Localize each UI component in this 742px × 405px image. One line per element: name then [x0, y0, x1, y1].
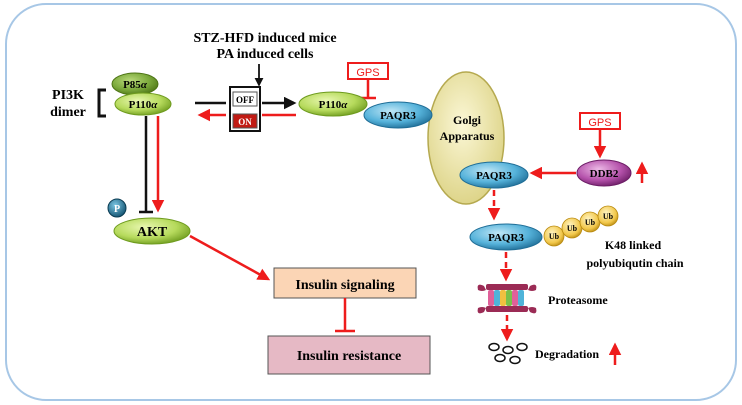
gps-top-box: GPS	[347, 62, 389, 80]
p110-alpha-node: P110α	[114, 92, 172, 116]
gps-right-box: GPS	[579, 112, 621, 130]
golgi-line1: Golgi	[453, 113, 482, 127]
k48-line1: K48 linked	[605, 238, 662, 252]
paqr3-complex-node: PAQR3	[363, 101, 433, 129]
svg-text:Insulin resistance: Insulin resistance	[297, 349, 401, 364]
p85-alpha-node: P85α	[111, 72, 159, 96]
akt-to-signaling-arrow	[189, 234, 271, 281]
svg-text:P110α: P110α	[319, 99, 349, 111]
gps-top-label: GPS	[356, 67, 379, 79]
svg-text:Ub: Ub	[585, 218, 596, 227]
svg-text:DDB2: DDB2	[590, 168, 619, 180]
cell-boundary	[5, 3, 737, 401]
paqr3-golgi-node: PAQR3	[459, 161, 529, 189]
degradation-fragments-icon	[488, 342, 528, 365]
k48-line2: polyubiqutin chain	[586, 256, 683, 270]
dimer-label: dimer	[50, 105, 86, 120]
pi3k-akt-black-inhibit	[139, 116, 153, 214]
golgi-line2: Apparatus	[440, 129, 495, 143]
pi3k-label: PI3K	[52, 88, 84, 103]
svg-text:Insulin signaling: Insulin signaling	[295, 278, 394, 293]
pi3k-bracket	[97, 88, 106, 118]
akt-node: AKT	[113, 217, 191, 245]
signaling-to-resistance-inhibit	[335, 298, 355, 333]
svg-text:AKT: AKT	[137, 225, 168, 240]
proteasome-label: Proteasome	[548, 293, 608, 307]
svg-text:PAQR3: PAQR3	[380, 110, 416, 122]
switch-off-label: OFF	[236, 95, 254, 105]
ubiquitin-chain: Ub Ub Ub Ub	[543, 205, 619, 247]
p110-alpha-bound-node: P110α	[298, 91, 368, 117]
svg-text:PAQR3: PAQR3	[488, 232, 524, 244]
stimulus-line2: PA induced cells	[217, 47, 315, 62]
insulin-resistance-box: Insulin resistance	[267, 335, 431, 375]
paqr3-ub-node: PAQR3	[469, 223, 543, 251]
gps-right-label: GPS	[588, 117, 611, 129]
svg-text:P110α: P110α	[129, 99, 159, 111]
off-on-switch: OFF ON	[229, 86, 261, 132]
stimulus-line1: STZ-HFD induced mice	[193, 31, 336, 46]
switch-on-label: ON	[238, 117, 252, 127]
proteasome-icon	[477, 284, 537, 314]
degradation-label: Degradation	[535, 347, 599, 361]
insulin-signaling-box: Insulin signaling	[273, 267, 417, 299]
phospho-p-node: P	[107, 198, 127, 218]
svg-text:Ub: Ub	[603, 212, 614, 221]
svg-text:PAQR3: PAQR3	[476, 170, 512, 182]
svg-text:P85α: P85α	[123, 79, 148, 91]
svg-text:Ub: Ub	[567, 224, 578, 233]
ddb2-node: DDB2	[576, 159, 632, 187]
svg-text:P: P	[114, 204, 120, 215]
svg-text:Ub: Ub	[549, 232, 560, 241]
